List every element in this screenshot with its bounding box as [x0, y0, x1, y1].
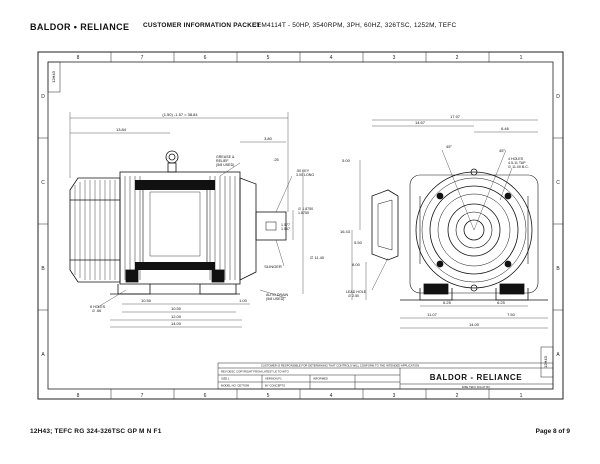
title-note: CUSTOMER IS RESPONSIBLE FOR DETERMINING … — [261, 364, 419, 368]
dim-1050: 10.50 — [141, 298, 152, 303]
dim-45a: 45° — [446, 144, 452, 149]
col-label: 7 — [141, 55, 144, 61]
side-id: 12H43 — [543, 355, 548, 368]
col-label: 5 — [267, 55, 270, 61]
footer-page-number: Page 8 of 9 — [535, 428, 570, 435]
dim-45b: 45° — [499, 148, 505, 153]
dim-1107: 11.07 — [427, 312, 437, 317]
col-label: 6 — [204, 393, 207, 399]
dim-1797: 17.97 — [450, 114, 461, 119]
leadhole-label: LEAD HOLE∅ 2.50 — [346, 290, 367, 298]
col-label: 2 — [456, 393, 459, 399]
dim-646: 6.46 — [501, 126, 510, 131]
col-label: 4 — [330, 55, 333, 61]
col-label: 3 — [393, 393, 396, 399]
col-label: 3 — [393, 55, 396, 61]
dim-1200: 12.00 — [171, 314, 182, 319]
dim-750: 7.50 — [507, 312, 516, 317]
holes8-label: 8 HOLES∅ .66 — [90, 305, 106, 313]
version-cell: VERSION F1 — [265, 377, 282, 381]
dim-625b: 6.25 — [497, 300, 506, 305]
row-label: B — [41, 266, 45, 272]
dim-1440: ∅ 11.40 — [310, 255, 325, 260]
col-label: 7 — [141, 393, 144, 399]
dim-overall: (1.50) -1.57 = 38.84 — [162, 112, 198, 117]
dim-1400b: 14.00 — [469, 322, 480, 327]
grease-label: GREASE &RELIEF(5/8 USED) — [216, 155, 235, 167]
motor-side-view — [69, 150, 287, 295]
row-label: C — [41, 180, 45, 186]
col-label: 2 — [456, 55, 459, 61]
packet-title: CUSTOMER INFORMATION PACKET — [143, 22, 261, 29]
row-label: A — [41, 352, 45, 358]
side-id: 12H43 — [51, 70, 56, 83]
col-label: 1 — [520, 393, 523, 399]
col-label: 6 — [204, 55, 207, 61]
title-block — [217, 362, 554, 390]
dim-625a: 6.25 — [443, 300, 452, 305]
col-label: 5 — [267, 393, 270, 399]
dim-1643: 16.43 — [340, 229, 351, 234]
baldor-logo: BALDOR • RELIANCE — [30, 22, 130, 32]
dim-1467: 14.67 — [415, 120, 426, 125]
motor-end-view — [371, 168, 548, 301]
row-label: C — [556, 180, 560, 186]
col-label: 8 — [77, 55, 80, 61]
col-label: 8 — [77, 393, 80, 399]
dim-100: 1.00 — [239, 298, 248, 303]
informed-cell: INFORMED — [313, 377, 328, 381]
page-header: BALDOR • RELIANCE CUSTOMER INFORMATION P… — [0, 0, 600, 40]
title-brand: BALDOR - RELIANCE — [430, 373, 522, 382]
autodrain-label: AUTO DRAIN(5/8 USED) — [266, 293, 289, 301]
dim-500: 5.00 — [342, 158, 351, 163]
row-label: B — [556, 266, 560, 272]
model-cell: MODEL NO. CE77099 — [221, 384, 249, 388]
dim-1050b: 10.50 — [171, 306, 182, 311]
dim-1400: 14.00 — [171, 321, 182, 326]
dim-380: 3.80 — [264, 136, 273, 141]
dim-1384: 13.84 — [116, 127, 127, 132]
size-cell: SIZE L — [221, 377, 230, 381]
by-cell: BY CONCEPTS — [265, 384, 285, 388]
row-label: A — [556, 352, 560, 358]
drawing-subtitle: 326E TEFC DIA AT RC — [462, 385, 491, 389]
col-label: 4 — [330, 393, 333, 399]
rev-line: REV DESC COPYRIGHT FROM LATEST LE TO WTO — [221, 370, 290, 374]
model-description: CEM4114T - 50HP, 3540RPM, 3PH, 60HZ, 326… — [252, 22, 457, 29]
dim-25: .25 — [273, 157, 279, 162]
dim-550: 5.50 — [354, 240, 363, 245]
footer-doc-id: 12H43; TEFC RG 324-326TSC GP M N F1 — [30, 428, 162, 435]
row-label: D — [556, 94, 560, 100]
dim-800: 8.00 — [352, 262, 361, 267]
slinger-label: SLINGER — [264, 264, 282, 269]
col-label: 1 — [520, 55, 523, 61]
row-label: D — [41, 94, 45, 100]
